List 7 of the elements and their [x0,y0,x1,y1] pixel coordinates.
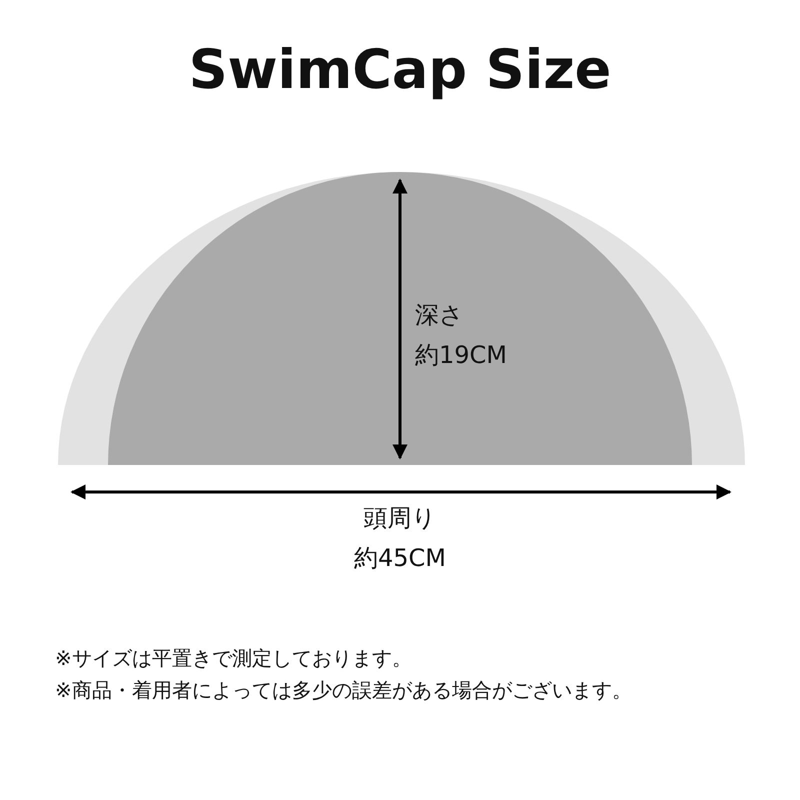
dimension-label: 頭周り [362,505,438,532]
note: ※商品・着用者によっては多少の誤差がある場合がございます。 [55,679,632,701]
dimension-label: 約19CM [415,342,508,368]
dimension-label: 約45CM [352,545,447,572]
note: ※サイズは平置きで測定しております。 [55,647,412,669]
title: SwimCap Size [188,40,612,100]
dimension-label: 深さ [415,302,464,328]
